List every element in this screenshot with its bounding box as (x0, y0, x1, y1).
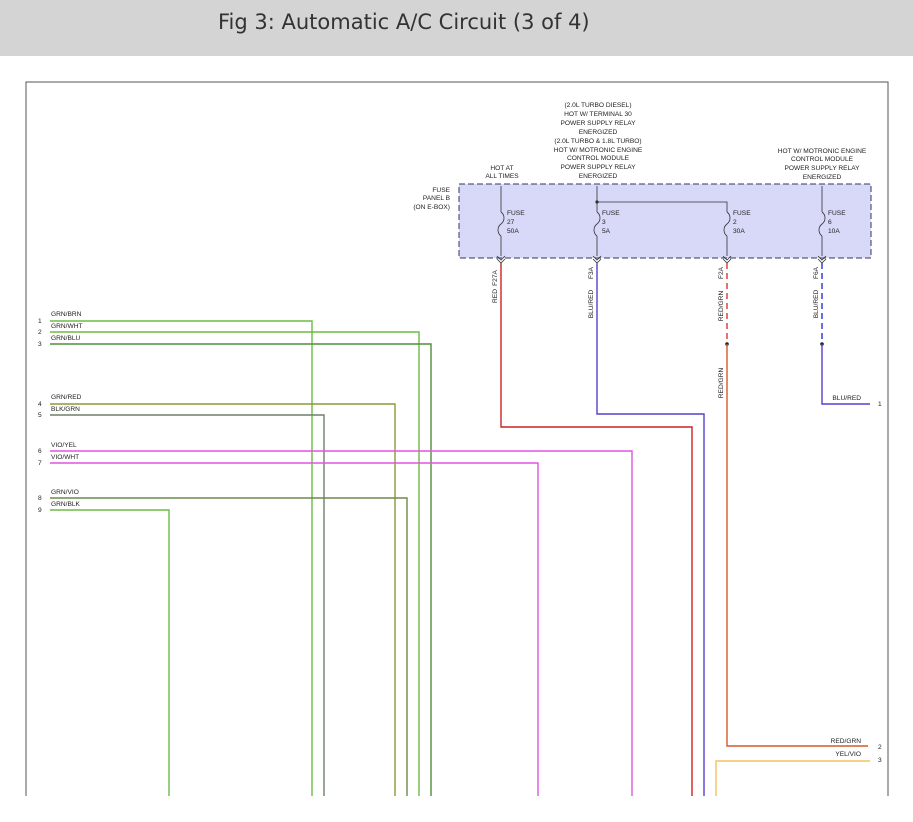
fuse-panel-label-line-1: FUSE (432, 187, 450, 194)
left-pin-3-num: 3 (38, 341, 42, 348)
note-right: HOT W/ MOTRONIC ENGINE CONTROL MODULE PO… (778, 148, 867, 181)
fuse-panel-b (458, 183, 872, 259)
left-pin-1-wire: GRN/BRN (51, 311, 82, 318)
left-pin-1-num: 1 (38, 318, 42, 325)
left-pin-2-wire: GRN/WHT (51, 323, 83, 330)
fuse-3-label-2: 3 (602, 219, 606, 226)
pin-f2a: F2A (718, 266, 725, 279)
fuse-27-label-1: FUSE (507, 210, 525, 217)
wire-grn-blu (50, 343, 432, 796)
pin-f27a: F27A (492, 270, 499, 286)
right-pin-1-num: 1 (878, 401, 882, 408)
wire-label-blu-red-right: BLU/RED (813, 289, 820, 318)
note-turbo-line-5: ENERGIZED (579, 173, 618, 180)
wire-red-grn (726, 344, 868, 747)
fuse-6: FUSE 6 10A (818, 186, 846, 256)
wire-label-red-grn: RED/GRN (718, 291, 725, 322)
right-pin-1-wire: BLU/RED (832, 395, 861, 402)
wire-grn-red (50, 403, 396, 796)
right-pin-2-num: 2 (878, 744, 882, 751)
fuse-panel-label-line-2: PANEL B (423, 195, 451, 202)
pin-f6a: F6A (813, 266, 820, 279)
note-diesel: (2.0L TURBO DIESEL) HOT W/ TERMINAL 30 P… (560, 102, 636, 136)
note-diesel-line-1: (2.0L TURBO DIESEL) (564, 102, 631, 109)
note-diesel-line-2: HOT W/ TERMINAL 30 (564, 111, 632, 118)
note-hot-line-2: ALL TIMES (485, 173, 519, 180)
fuse-6-label-2: 6 (828, 219, 832, 226)
fuse-panel-label-line-3: (ON E-BOX) (413, 204, 450, 211)
fuse-panel-label: FUSE PANEL B (ON E-BOX) (413, 187, 450, 211)
note-diesel-line-3: POWER SUPPLY RELAY (560, 120, 636, 127)
left-pin-2-num: 2 (38, 329, 42, 336)
left-pin-9-wire: GRN/BLK (51, 501, 81, 508)
fuse-27-label-2: 27 (507, 219, 515, 226)
wire-label-red-grn-lower: RED/GRN (718, 368, 725, 399)
wire-label-red: RED (492, 289, 499, 303)
wire-label-blu-red: BLU/RED (588, 289, 595, 318)
left-pin-8-wire: GRN/VIO (51, 489, 79, 496)
left-pin-9-num: 9 (38, 507, 42, 514)
left-wires (50, 320, 633, 796)
wire-blu-red (596, 263, 705, 796)
wire-vio-yel (50, 450, 633, 796)
left-pin-4-wire: GRN/RED (51, 394, 82, 401)
note-right-line-1: HOT W/ MOTRONIC ENGINE (778, 148, 867, 155)
fuse-2-label-3: 30A (733, 228, 745, 235)
left-pin-6-wire: VIO/YEL (51, 442, 77, 449)
left-pin-7-wire: VIO/WHT (51, 454, 79, 461)
left-pin-4-num: 4 (38, 401, 42, 408)
left-pin-7-num: 7 (38, 460, 42, 467)
wire-grn-blk (50, 509, 170, 796)
wire-grn-brn (50, 320, 313, 796)
wire-blk-grn (50, 414, 325, 796)
fuse-6-label-3: 10A (828, 228, 840, 235)
right-pin-2-wire: RED/GRN (831, 738, 862, 745)
note-right-line-2: CONTROL MODULE (791, 156, 854, 163)
fuse-27-label-3: 50A (507, 228, 519, 235)
note-right-line-3: POWER SUPPLY RELAY (784, 165, 860, 172)
fuse-3-label-3: 5A (602, 228, 611, 235)
left-pin-5-wire: BLK/GRN (51, 406, 80, 413)
pin-f3a: F3A (588, 266, 595, 279)
note-turbo-line-3: CONTROL MODULE (567, 155, 630, 162)
left-pin-5-num: 5 (38, 412, 42, 419)
diagram-frame (25, 81, 889, 796)
fuse-busbar (596, 186, 728, 212)
fuse-3-label-1: FUSE (602, 210, 620, 217)
fuse-2-label-2: 2 (733, 219, 737, 226)
left-pin-6-num: 6 (38, 448, 42, 455)
note-hot-at-all-times: HOT AT ALL TIMES (485, 165, 519, 180)
note-turbo-line-4: POWER SUPPLY RELAY (560, 164, 636, 171)
note-hot-line-1: HOT AT (490, 165, 513, 172)
wire-red (500, 263, 693, 796)
wire-blu-red-right (821, 344, 870, 405)
page-title: Fig 3: Automatic A/C Circuit (3 of 4) (218, 10, 590, 34)
left-pin-3-wire: GRN/BLU (51, 335, 81, 342)
wire-vio-wht (50, 462, 539, 796)
right-pin-3-num: 3 (878, 757, 882, 764)
fuse-2-label-1: FUSE (733, 210, 751, 217)
fuse-3: FUSE 3 5A (593, 202, 620, 256)
wire-yel-vio (715, 760, 870, 796)
note-turbo: (2.0L TURBO & 1.8L TURBO) HOT W/ MOTRONI… (554, 138, 643, 180)
note-turbo-line-1: (2.0L TURBO & 1.8L TURBO) (554, 138, 641, 145)
left-connector: 1 GRN/BRN 2 GRN/WHT 3 GRN/BLU 4 GRN/RED … (38, 311, 83, 514)
fuse-2: FUSE 2 30A (723, 210, 751, 256)
note-diesel-line-4: ENERGIZED (579, 129, 618, 136)
right-connector: BLU/RED 1 RED/GRN 2 YEL/VIO 3 (831, 395, 882, 764)
note-turbo-line-2: HOT W/ MOTRONIC ENGINE (554, 147, 643, 154)
right-pin-3-wire: YEL/VIO (835, 751, 861, 758)
wire-grn-wht (50, 331, 420, 796)
wire-grn-vio (50, 497, 408, 796)
note-right-line-4: ENERGIZED (803, 174, 842, 181)
fuse-27: FUSE 27 50A (497, 186, 525, 256)
header-bar: Fig 3: Automatic A/C Circuit (3 of 4) (0, 0, 913, 56)
fuse-6-label-1: FUSE (828, 210, 846, 217)
left-pin-8-num: 8 (38, 495, 42, 502)
